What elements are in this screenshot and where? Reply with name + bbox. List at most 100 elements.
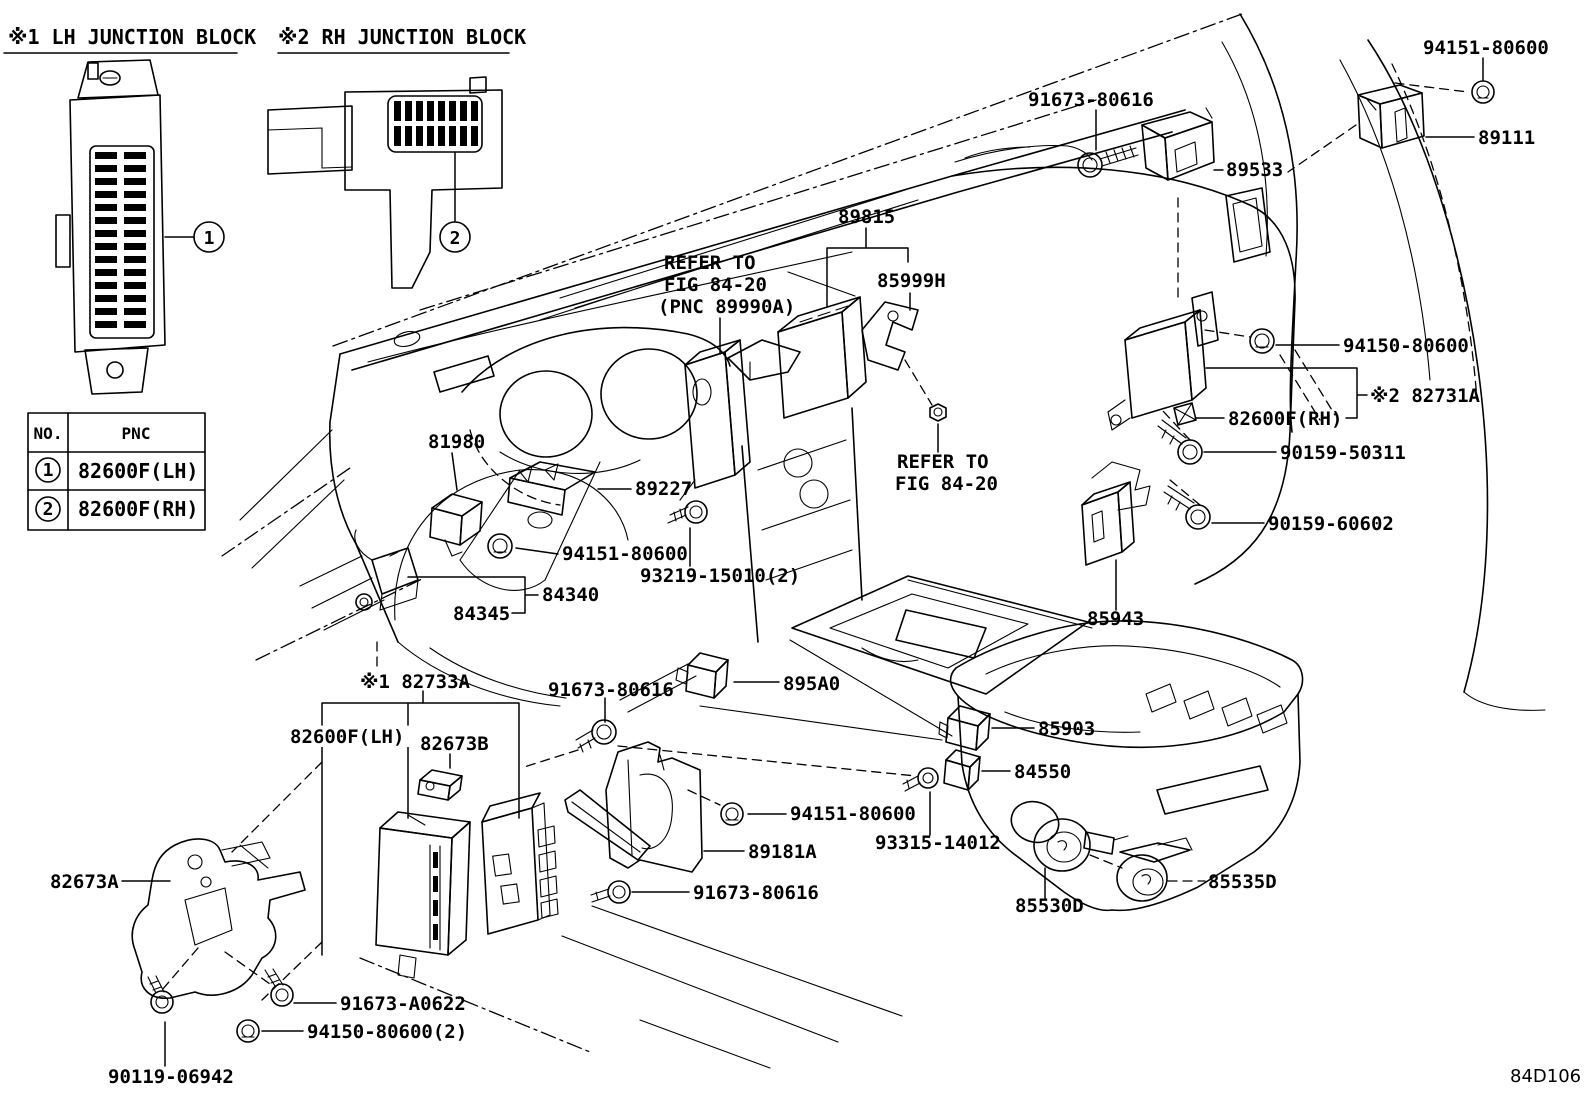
row1-no: 1 bbox=[43, 460, 54, 481]
table-row: 2 82600F(RH) bbox=[35, 496, 198, 522]
refer-note-b-line1: REFER TO bbox=[897, 451, 989, 473]
bracket-89227-icon bbox=[507, 461, 596, 529]
ecu-module-icon bbox=[481, 792, 559, 935]
label-84340: 84340 bbox=[542, 584, 599, 606]
label-82600F-RH: 82600F(RH) bbox=[1228, 408, 1342, 430]
label-91673-80616-mid: 91673-80616 bbox=[548, 679, 674, 701]
label-82673B: 82673B bbox=[420, 733, 489, 755]
bracket-85999H-icon bbox=[861, 301, 919, 371]
table-col-no: NO. bbox=[34, 424, 63, 443]
connector-84345-icon bbox=[354, 529, 419, 611]
nut-94151-80600-bottom-icon bbox=[720, 802, 744, 826]
rh-junction-block-title: ※2 RH JUNCTION BLOCK bbox=[278, 25, 526, 49]
label-85535D: 85535D bbox=[1208, 871, 1277, 893]
label-89181A: 89181A bbox=[748, 841, 817, 863]
row2-no: 2 bbox=[43, 499, 54, 520]
nut-94150-80600-icon bbox=[1249, 328, 1275, 354]
pnc-table: NO. PNC 1 82600F(LH) 2 82600F(RH) bbox=[27, 412, 206, 531]
refer-note-a-line3: (PNC 89990A) bbox=[658, 296, 795, 318]
module-89533-icon bbox=[1141, 107, 1215, 181]
label-91673-80616-bottom: 91673-80616 bbox=[693, 882, 819, 904]
label-84345: 84345 bbox=[453, 603, 510, 625]
refer-notes: REFER TO FIG 84-20 (PNC 89990A) REFER TO… bbox=[658, 252, 998, 495]
lh-junction-block-title: ※1 LH JUNCTION BLOCK bbox=[8, 25, 256, 49]
label-85530D: 85530D bbox=[1015, 895, 1084, 917]
label-91673-A0622: 91673-A0622 bbox=[340, 993, 466, 1015]
screw-91673-80616-mid-icon bbox=[575, 719, 617, 753]
clip-82600F-RH-icon bbox=[1173, 402, 1197, 426]
label-94150-80600-qty2: 94150-80600(2) bbox=[307, 1021, 467, 1043]
label-82673A: 82673A bbox=[50, 871, 119, 893]
label-82600F-LH: 82600F(LH) bbox=[290, 726, 404, 748]
screw-93219-15010-icon bbox=[667, 500, 708, 524]
rh-terminal-grid bbox=[394, 101, 478, 146]
label-90159-60602: 90159-60602 bbox=[1268, 513, 1394, 535]
socket-85535D-icon bbox=[1116, 837, 1193, 902]
label-89227: 89227 bbox=[635, 478, 692, 500]
label-85943: 85943 bbox=[1087, 608, 1144, 630]
label-94151-80600-topright: 94151-80600 bbox=[1423, 37, 1549, 59]
dashboard-art bbox=[221, 13, 1546, 1069]
label-81980: 81980 bbox=[428, 431, 485, 453]
console-vents bbox=[1145, 683, 1288, 734]
lighter-85530D-icon bbox=[1010, 800, 1129, 872]
callout-circle-2 bbox=[439, 221, 471, 253]
screw-93315-14012-icon bbox=[902, 767, 939, 792]
label-89111: 89111 bbox=[1478, 127, 1535, 149]
label-90159-50311: 90159-50311 bbox=[1280, 442, 1406, 464]
screw-91673-80616-bottom-icon bbox=[590, 880, 631, 904]
label-90119-06942: 90119-06942 bbox=[108, 1066, 234, 1088]
refer-note-a-line2: FIG 84-20 bbox=[664, 274, 767, 296]
callout-circle-1 bbox=[193, 221, 225, 253]
bracket-82673A-icon bbox=[131, 838, 306, 999]
lh-junction-block-drawing: 1 bbox=[55, 59, 225, 395]
label-93315-14012: 93315-14012 bbox=[875, 832, 1001, 854]
relay-85943-icon bbox=[1081, 461, 1151, 566]
section-headers: ※1 LH JUNCTION BLOCK ※2 RH JUNCTION BLOC… bbox=[3, 25, 526, 54]
label-85903: 85903 bbox=[1038, 718, 1095, 740]
figure-code: 84D106 bbox=[1510, 1066, 1581, 1087]
screw-91673-A0622-icon bbox=[264, 968, 294, 1007]
relay-84550-icon bbox=[943, 749, 981, 791]
label-85999H: 85999H bbox=[877, 270, 946, 292]
table-row: 1 82600F(LH) bbox=[35, 457, 198, 483]
row1-pnc: 82600F(LH) bbox=[78, 459, 198, 483]
callout-2-digit: 2 bbox=[450, 228, 461, 249]
junction-block-82733A-icon bbox=[375, 811, 471, 979]
module-89111-icon bbox=[1357, 84, 1425, 149]
nut-94151-80600-topright-icon bbox=[1471, 80, 1495, 104]
refer-note-a-line1: REFER TO bbox=[664, 252, 756, 274]
nut-94150-80600-qty2-icon bbox=[236, 1019, 260, 1043]
label-94151-80600-bottom: 94151-80600 bbox=[790, 803, 916, 825]
nut-refer-b-icon bbox=[929, 403, 947, 422]
cover-89181A-icon bbox=[564, 741, 703, 873]
label-895A0: 895A0 bbox=[783, 673, 840, 695]
label-89815: 89815 bbox=[838, 206, 895, 228]
relay-85903-icon bbox=[938, 705, 991, 751]
assembly-dashed-lines bbox=[161, 82, 1469, 1001]
clip-82673B-icon bbox=[417, 769, 463, 801]
leader-lines bbox=[121, 57, 1484, 1067]
module-89815-icon bbox=[777, 296, 867, 419]
table-col-pnc: PNC bbox=[122, 424, 151, 443]
label-82731A: ※2 82731A bbox=[1370, 385, 1481, 407]
module-pnc-89990A-icon bbox=[679, 339, 801, 501]
bracket-82731A-icon bbox=[1107, 291, 1219, 431]
grommet-94151-80600-mid-icon bbox=[487, 533, 513, 559]
refer-note-b-line2: FIG 84-20 bbox=[895, 473, 998, 495]
label-94150-80600: 94150-80600 bbox=[1343, 335, 1469, 357]
screw-90119-06942-icon bbox=[147, 975, 174, 1014]
callout-1-digit: 1 bbox=[204, 228, 215, 249]
rh-junction-block-drawing: 2 bbox=[267, 76, 503, 289]
part-labels: 91673-80616 89533 94151-80600 89111 8981… bbox=[50, 37, 1549, 1088]
label-89533: 89533 bbox=[1226, 159, 1283, 181]
lh-terminal-grid bbox=[95, 152, 146, 328]
label-82733A: ※1 82733A bbox=[360, 671, 471, 693]
screw-91673-80616-top-icon bbox=[1077, 145, 1139, 178]
label-94151-80600-mid: 94151-80600 bbox=[562, 543, 688, 565]
screw-90159-50311-icon bbox=[1157, 419, 1203, 465]
relay-81980-icon bbox=[429, 493, 483, 557]
label-91673-80616-top: 91673-80616 bbox=[1028, 89, 1154, 111]
